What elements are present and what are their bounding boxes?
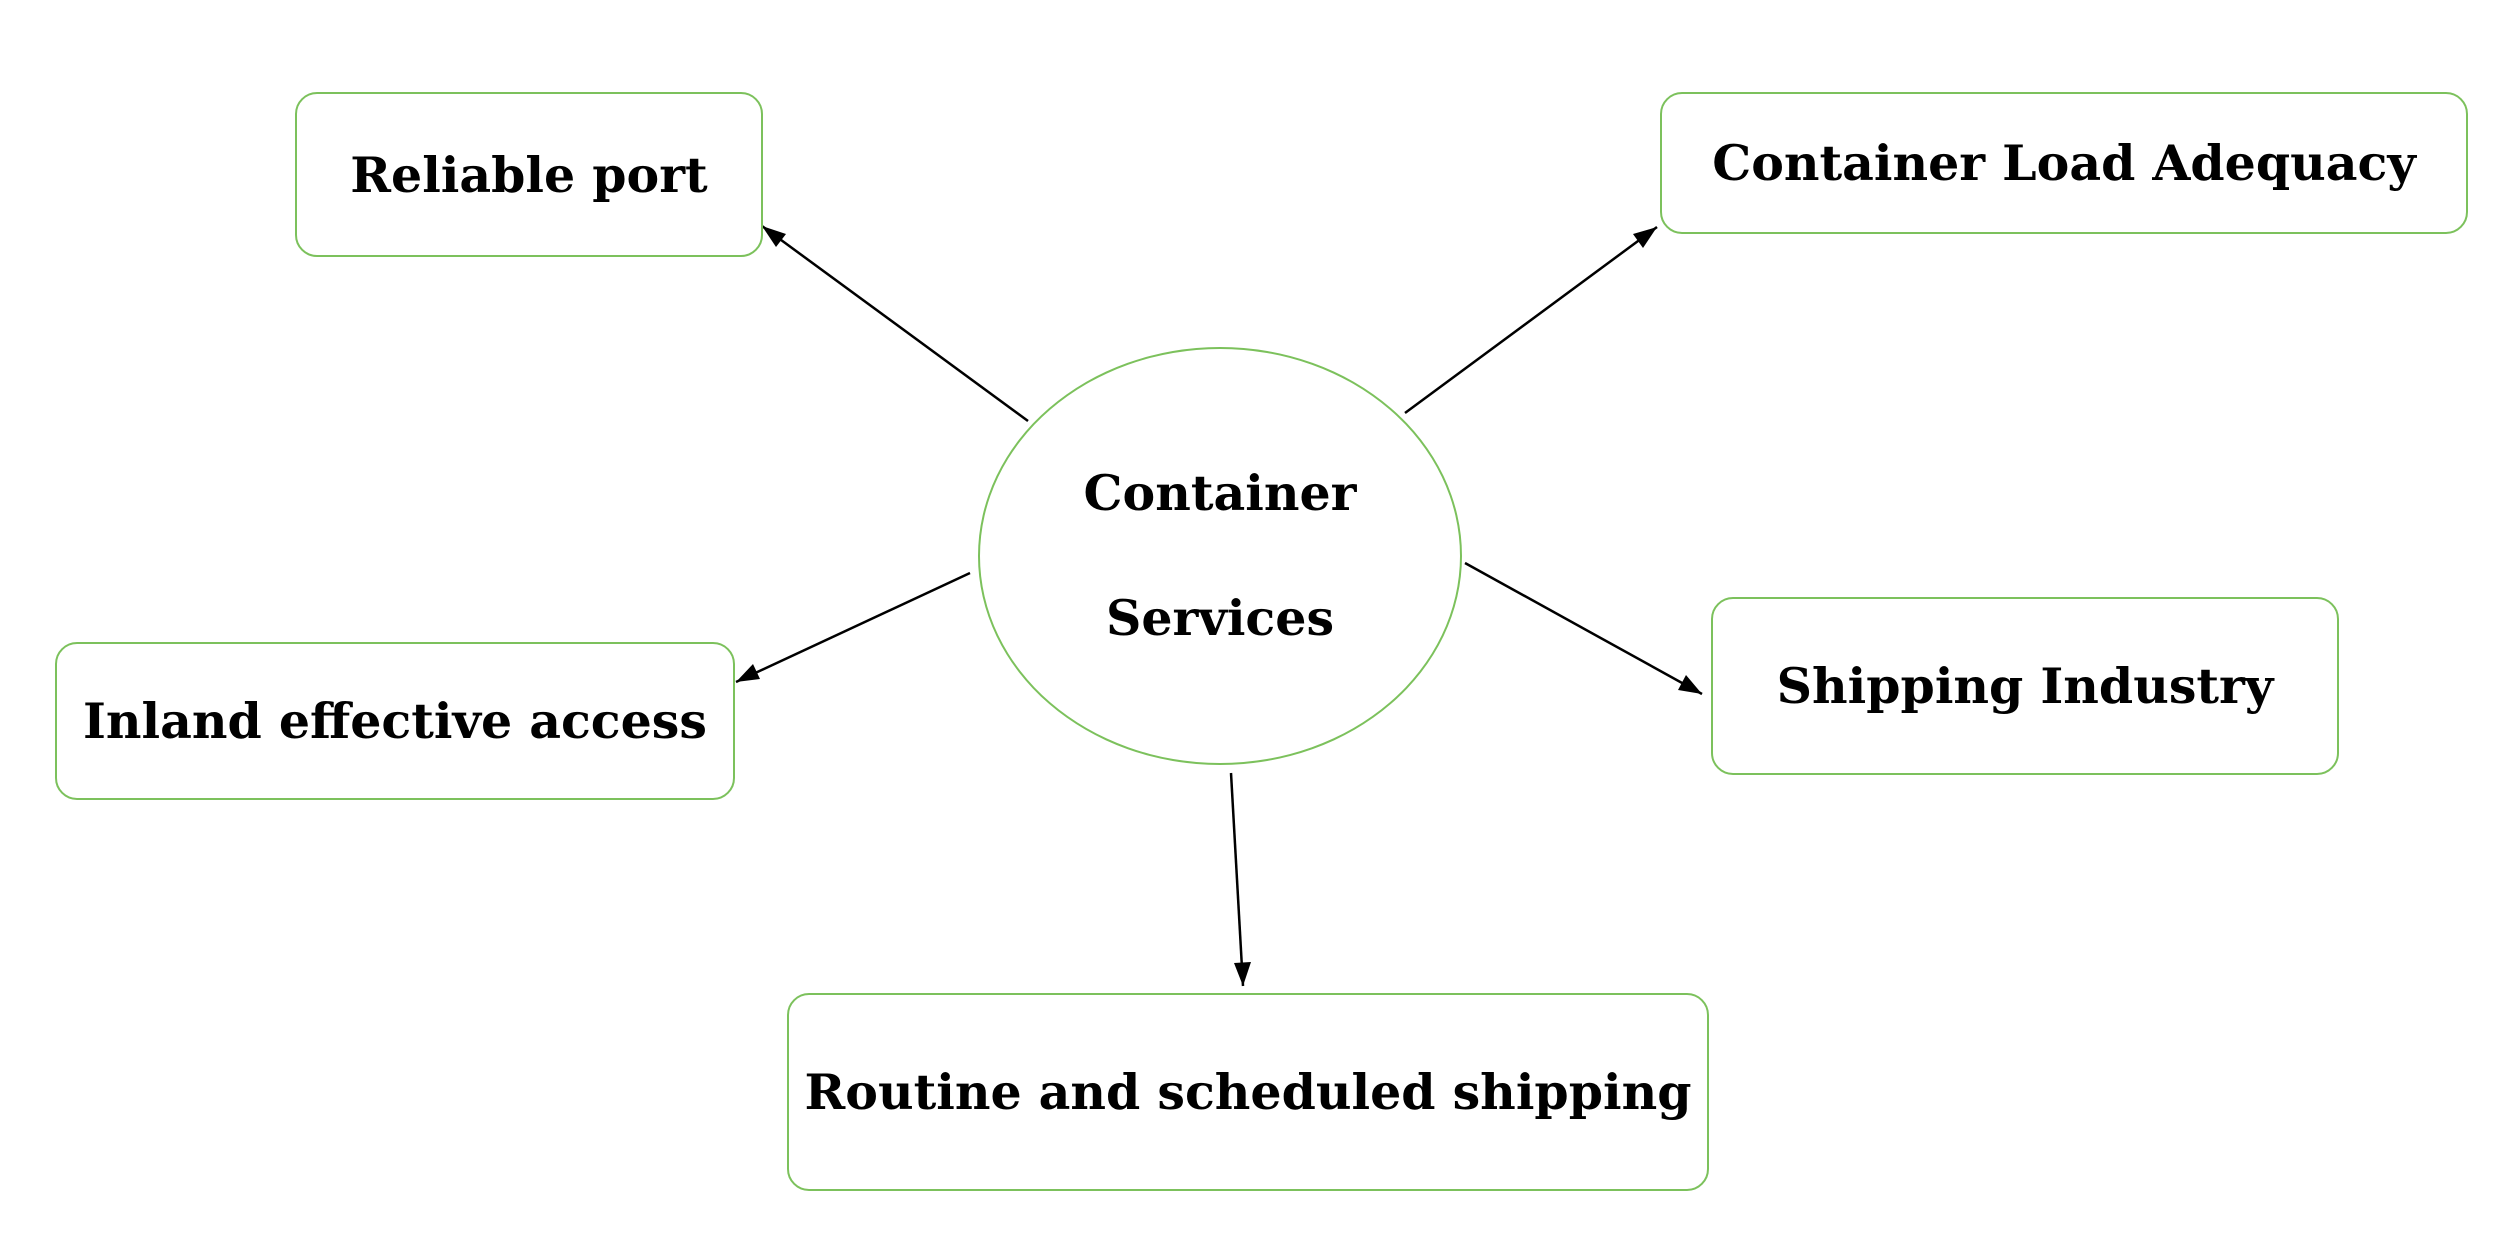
container-load-adequacy-label: Container Load Adequacy [1712,134,2416,192]
arrowhead-reliable-port [762,226,786,247]
reliable-port-node: Reliable port [295,92,763,257]
reliable-port-label: Reliable port [350,145,708,204]
arrowhead-shipping-industry [1678,675,1702,694]
arrowhead-container-load [1633,227,1657,248]
arrow-to-inland-access [735,571,971,684]
arrow-to-routine-shipping [1229,772,1245,987]
container-services-node: Container Services [978,347,1462,765]
arrow-to-shipping-industry [1464,561,1703,696]
inland-effective-access-node: Inland effective access [55,642,735,800]
center-label-line2: Services [1105,589,1335,647]
arrowhead-inland-access [736,664,760,682]
arrowhead-routine-shipping [1234,962,1251,986]
inland-effective-access-label: Inland effective access [83,692,707,750]
center-label-line1: Container [1083,464,1357,522]
arrow-to-reliable-port [761,224,1029,423]
routine-scheduled-shipping-node: Routine and scheduled shipping [787,993,1709,1191]
arrow-to-container-load [1404,225,1658,415]
shipping-industry-label: Shipping Industry [1776,657,2274,715]
shipping-industry-node: Shipping Industry [1711,597,2339,775]
container-load-adequacy-node: Container Load Adequacy [1660,92,2468,234]
routine-scheduled-shipping-label: Routine and scheduled shipping [804,1063,1692,1121]
